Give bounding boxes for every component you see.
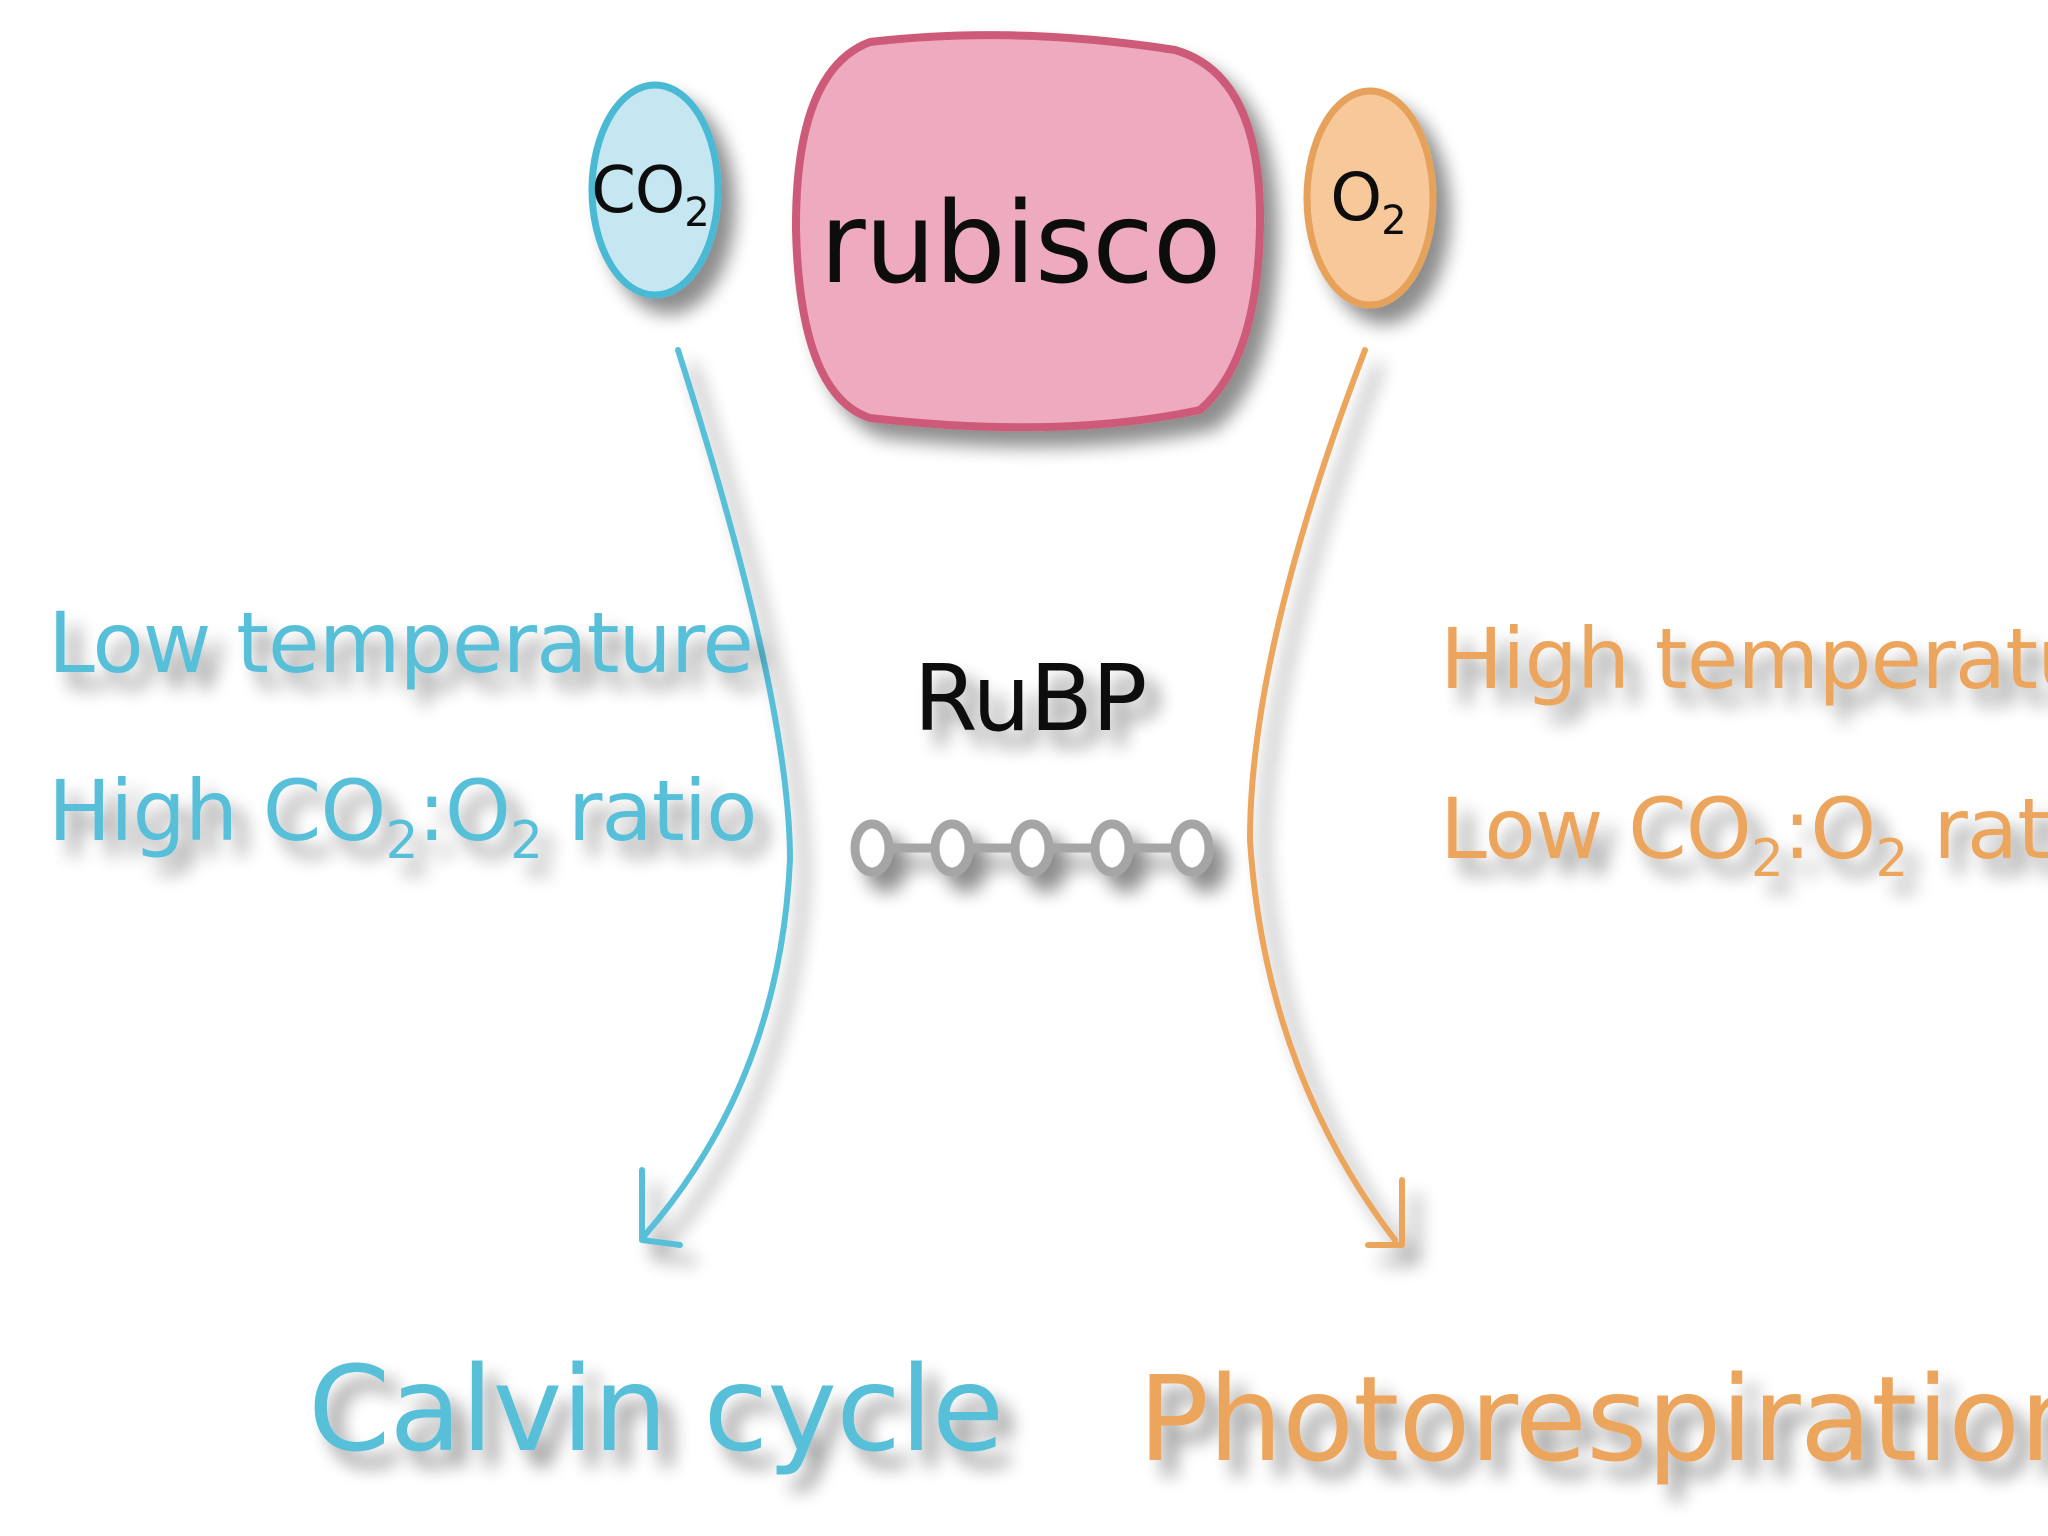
- rubp-carbon-atom: [1090, 819, 1134, 877]
- right-ratio-part2: :O: [1783, 780, 1875, 878]
- o2-base: O: [1330, 159, 1381, 236]
- rubp-carbon-chain: [850, 819, 1214, 877]
- outcome-calvin-cycle: Calvin cycle: [308, 1340, 1003, 1478]
- co2-subscript: 2: [684, 190, 708, 236]
- rubp-carbon-atom: [1170, 819, 1214, 877]
- co2-arrow-shaft: [642, 347, 794, 1238]
- right-ratio-sub2: 2: [1875, 829, 1907, 889]
- left-ratio-sub1: 2: [386, 811, 418, 871]
- o2-circle: [1303, 87, 1437, 309]
- outcome-photorespiration: Photorespiration: [1138, 1350, 2048, 1488]
- rubp-node: RuBP: [850, 645, 1214, 877]
- co2-formula: CO2: [591, 154, 709, 236]
- co2-arrow-head: [639, 1167, 683, 1248]
- left-conditions: Low temperature High CO2:O2 ratio: [48, 594, 758, 871]
- rubp-carbon-atom: [850, 819, 894, 877]
- left-condition-ratio: High CO2:O2 ratio: [48, 762, 757, 871]
- left-condition-temperature: Low temperature: [48, 594, 753, 692]
- o2-formula: O2: [1330, 159, 1405, 244]
- o2-arrow-head: [1365, 1177, 1405, 1248]
- o2-arrow: [1246, 347, 1405, 1248]
- rubp-carbon-atom: [930, 819, 974, 877]
- left-ratio-part2: :O: [418, 762, 510, 860]
- right-condition-temperature: High temperature: [1440, 610, 2048, 708]
- right-ratio-sub1: 2: [1751, 829, 1783, 889]
- o2-arrow-shaft: [1246, 347, 1398, 1243]
- rubisco-node: rubisco: [791, 31, 1265, 432]
- o2-node: O2: [1303, 87, 1437, 309]
- rubp-label: RuBP: [914, 645, 1147, 752]
- right-condition-ratio: Low CO2:O2 ratio: [1440, 780, 2048, 889]
- co2-circle: [588, 81, 722, 299]
- o2-subscript: 2: [1381, 198, 1405, 244]
- right-conditions: High temperature Low CO2:O2 ratio: [1440, 610, 2048, 889]
- co2-base: CO: [591, 154, 684, 228]
- rubp-carbon-atom: [1010, 819, 1054, 877]
- rubisco-shape: [791, 31, 1265, 432]
- right-ratio-part3: ratio: [1908, 780, 2048, 878]
- left-ratio-part3: ratio: [542, 762, 756, 860]
- rubisco-label: rubisco: [820, 179, 1221, 309]
- outcomes: Calvin cycle Photorespiration: [308, 1340, 2048, 1488]
- co2-node: CO2: [588, 81, 722, 299]
- left-ratio-part1: High CO: [48, 762, 386, 860]
- co2-arrow: [639, 347, 794, 1248]
- right-ratio-part1: Low CO: [1440, 780, 1751, 878]
- left-ratio-sub2: 2: [510, 811, 542, 871]
